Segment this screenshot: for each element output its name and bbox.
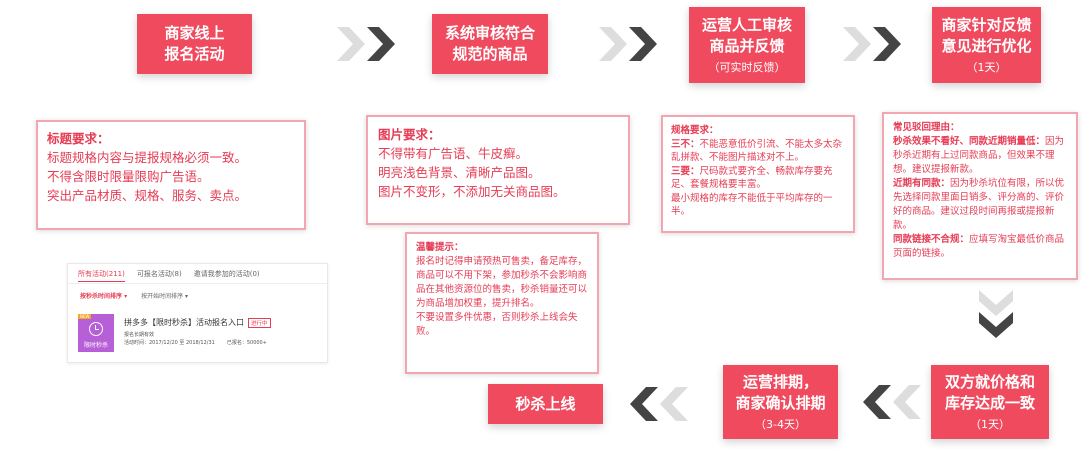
note-heading: 标题要求： (47, 131, 110, 146)
step-title-line: 秒杀上线 (515, 394, 576, 413)
note-paragraph: 报名时记得申请预热可售卖，备足库存，商品可以不用下架，参加秒杀不会影响商品在其他… (416, 256, 588, 309)
note-paragraph: 近期有同款：因为秒杀坑位有限，所以优先选择同款里面日销多、评分高的、评价好的商品… (893, 177, 1067, 233)
activity-title-row: 拼多多【限时秒杀】活动报名入口 进行中 (124, 317, 271, 328)
step-title-line: 商家针对反馈 (941, 15, 1032, 34)
tab-invited-activities[interactable]: 邀请我参加的活动(0) (193, 270, 260, 278)
activity-time: 活动时间：2017/12/20 至 2018/12/31 (124, 340, 215, 346)
divider (68, 283, 327, 284)
activity-list-screenshot: 所有活动(211) 可报名活动(8) 邀请我参加的活动(0) 按秒杀时间排序 ▾… (67, 263, 328, 363)
step-price-agreement: 双方就价格和 库存达成一致 （1天） (931, 365, 1049, 439)
note-heading: 温馨提示： (416, 242, 464, 253)
step-duration: （1天） (966, 60, 1007, 74)
note-line: 不得含限时限量限购广告语。 (47, 169, 210, 184)
step-system-review: 系统审核符合 规范的商品 (432, 14, 548, 74)
step-title-line: 运营排期， (742, 372, 818, 391)
note-text: 应填写淘宝最低价商品页面的链接。 (893, 234, 1065, 259)
step-merchant-optimize: 商家针对反馈 意见进行优化 （1天） (932, 7, 1041, 83)
title-requirements-note: 标题要求： 标题规格内容与提报规格必须一致。 不得含限时限量限购广告语。 突出产… (36, 120, 306, 230)
activity-title[interactable]: 拼多多【限时秒杀】活动报名入口 (124, 318, 244, 327)
step-flash-sale-live: 秒杀上线 (488, 384, 603, 424)
double-chevron-right-icon (337, 27, 395, 61)
note-line: 图片不变形，不添加无关商品图。 (378, 184, 566, 199)
tab-all-activities[interactable]: 所有活动(211) (78, 269, 125, 282)
note-paragraph: 不要设置多件优惠，否则秒杀上线会失败。 (416, 312, 578, 337)
note-heading: 常见驳回理由： (893, 122, 960, 133)
image-requirements-note: 图片要求： 不得带有广告语、牛皮癣。 明亮浅色背景、清晰产品图。 图片不变形，不… (366, 115, 630, 225)
step-duration: （1天） (970, 417, 1010, 431)
step-title-line: 商品并反馈 (709, 36, 785, 55)
sort-by-flash-time[interactable]: 按秒杀时间排序 ▾ (80, 293, 128, 300)
step-title-line: 库存达成一致 (944, 393, 1035, 412)
double-chevron-left-icon (630, 387, 688, 421)
note-heading: 规格要求： (671, 125, 719, 136)
step-title-line: 双方就价格和 (944, 372, 1035, 391)
note-paragraph: 秒杀效果不看好、同款近期销量低：因为秒杀近期有上过同款商品，但效果不理想。建议提… (893, 135, 1067, 177)
step-duration: （3-4天） (755, 417, 806, 431)
step-duration: （可实时反馈） (708, 60, 786, 74)
step-title-line: 商家线上 (164, 24, 225, 42)
note-text: 因为秒杀坑位有限，所以优先选择同款里面日销多、评分高的、评价好的商品。建议过段时… (893, 178, 1065, 231)
double-chevron-right-icon (843, 27, 901, 61)
note-bold-label: 近期有同款： (893, 178, 951, 189)
tips-note: 温馨提示： 报名时记得申请预热可售卖，备足库存，商品可以不用下架，参加秒杀不会影… (405, 232, 599, 374)
activity-validity: 报名长期有效 (124, 332, 155, 338)
step-title-line: 运营人工审核 (701, 15, 792, 34)
note-heading: 图片要求： (378, 127, 441, 142)
note-line: 标题规格内容与提报规格必须一致。 (47, 150, 248, 165)
double-chevron-down-icon (979, 290, 1013, 338)
note-text: 因为秒杀近期有上过同款商品，但效果不理想。建议提报新款。 (893, 136, 1065, 175)
note-line: 明亮浅色背景、清晰产品图。 (378, 165, 541, 180)
clock-icon (89, 322, 103, 336)
double-chevron-right-icon (599, 27, 657, 61)
step-register-online: 商家线上 报名活动 (137, 14, 252, 74)
tab-available-activities[interactable]: 可报名活动(8) (136, 270, 182, 278)
double-chevron-left-icon (863, 385, 921, 419)
activity-meta: 活动时间：2017/12/20 至 2018/12/31 已报名：50000+ (124, 339, 267, 346)
note-bold-label: 三不： (671, 138, 700, 150)
step-title-line: 意见进行优化 (941, 36, 1032, 55)
activity-count: 已报名：50000+ (226, 340, 267, 346)
step-manual-review: 运营人工审核 商品并反馈 （可实时反馈） (689, 7, 805, 83)
note-bold-label: 三要： (671, 165, 700, 177)
activity-tabs: 所有活动(211) 可报名活动(8) 邀请我参加的活动(0) (78, 269, 260, 282)
note-paragraph: 三不：不能恶意低价引流、不能太多太杂乱拼款、不能图片描述对不上。 (671, 138, 845, 165)
note-bold-label: 同款链接不合规： (893, 234, 970, 245)
sort-filters: 按秒杀时间排序 ▾ 按开始时间排序 ▾ (80, 291, 188, 300)
note-text: 尺码款式要齐全、畅款库存要充足、套餐规格要丰富。 (671, 165, 833, 191)
flash-sale-thumbnail[interactable]: NEW 限时秒杀 (78, 314, 114, 352)
note-paragraph: 同款链接不合规：应填写淘宝最低价商品页面的链接。 (893, 233, 1067, 261)
spec-requirements-note: 规格要求： 三不：不能恶意低价引流、不能太多太杂乱拼款、不能图片描述对不上。 三… (661, 115, 855, 233)
step-title-line: 规范的商品 (452, 45, 528, 63)
step-title-line: 系统审核符合 (444, 24, 535, 42)
new-badge: NEW (78, 314, 92, 319)
note-line: 不得带有广告语、牛皮癣。 (378, 146, 529, 161)
status-badge[interactable]: 进行中 (248, 317, 271, 328)
note-paragraph: 最小规格的库存不能低于平均库存的一半。 (671, 192, 833, 218)
step-title-line: 报名活动 (164, 45, 225, 63)
rejection-reasons-note: 常见驳回理由： 秒杀效果不看好、同款近期销量低：因为秒杀近期有上过同款商品，但效… (882, 112, 1078, 280)
note-line: 突出产品材质、规格、服务、卖点。 (47, 188, 248, 203)
thumbnail-caption: 限时秒杀 (83, 342, 108, 349)
step-scheduling: 运营排期， 商家确认排期 （3-4天） (723, 365, 838, 439)
sort-by-start-time[interactable]: 按开始时间排序 ▾ (141, 293, 189, 300)
note-bold-label: 秒杀效果不看好、同款近期销量低： (893, 136, 1046, 147)
note-text: 不能恶意低价引流、不能太多太杂乱拼款、不能图片描述对不上。 (671, 138, 843, 164)
step-title-line: 商家确认排期 (735, 393, 826, 412)
note-paragraph: 三要：尺码款式要齐全、畅款库存要充足、套餐规格要丰富。 (671, 165, 845, 192)
